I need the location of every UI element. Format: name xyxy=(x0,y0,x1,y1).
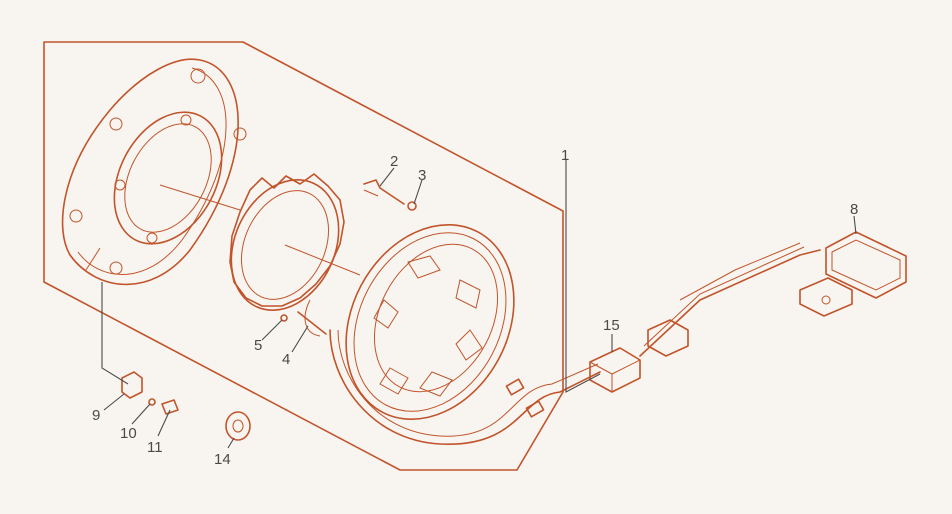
screw-5 xyxy=(280,314,288,322)
stator-coil xyxy=(229,173,345,337)
callout-9: 9 xyxy=(92,407,100,424)
callout-14: 14 xyxy=(214,451,231,468)
harness-connector xyxy=(647,319,689,357)
washer-3 xyxy=(407,201,417,211)
callout-4: 4 xyxy=(282,351,290,368)
connector-15 xyxy=(589,347,641,393)
callout-8: 8 xyxy=(850,201,858,218)
bracket-9 xyxy=(121,371,143,399)
callout-11: 11 xyxy=(147,439,163,456)
callout-10: 10 xyxy=(120,425,137,442)
grommet-14 xyxy=(225,411,251,441)
wire-harness xyxy=(329,242,821,445)
axis-line xyxy=(159,184,361,276)
callout-2: 2 xyxy=(390,153,398,170)
callout-5: 5 xyxy=(254,337,262,354)
bolt-4 xyxy=(297,311,327,335)
callout-15: 15 xyxy=(603,317,620,334)
callout-1: 1 xyxy=(561,147,569,164)
cover-plate xyxy=(61,58,247,286)
regulator-8 xyxy=(799,231,907,317)
screw-11 xyxy=(161,399,179,415)
leader-lines xyxy=(101,160,857,449)
flywheel-rotor xyxy=(345,223,515,421)
washer-10 xyxy=(148,398,156,406)
bolt-2 xyxy=(363,179,405,205)
assembly-frame xyxy=(43,41,564,471)
callout-3: 3 xyxy=(418,167,426,184)
